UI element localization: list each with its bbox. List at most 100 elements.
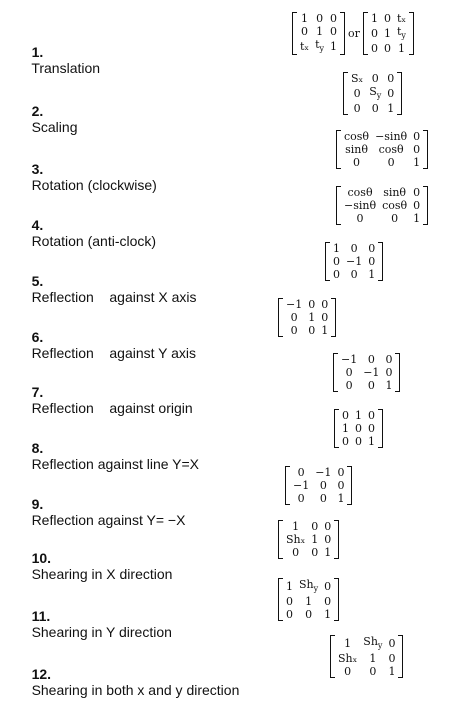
row-label: 10. Shearing in X direction xyxy=(16,534,173,598)
row-title: Reflection against X axis xyxy=(31,289,197,305)
matrix-cell: 1 xyxy=(316,25,324,38)
matrix-cell: 0 xyxy=(370,42,378,56)
row-label: 4. Rotation (anti-clock) xyxy=(16,201,157,265)
matrix-row: sinθ cosθ 0 xyxy=(341,143,423,156)
matrix-cell: 0 xyxy=(385,366,393,379)
matrix-cell: 0 xyxy=(383,12,391,25)
matrix-cell: 0 xyxy=(337,466,345,479)
matrix-cell: 1 xyxy=(370,12,378,25)
matrix-cell: 1 xyxy=(355,409,362,422)
matrix-cell: 0 xyxy=(413,130,421,143)
matrix-cell: 0 xyxy=(413,143,421,156)
row-label: 12. Shearing in both x and y direction xyxy=(16,650,240,714)
matrix-cell: 0 xyxy=(367,379,375,392)
matrix-cell: −1 xyxy=(293,479,310,492)
matrix-cell: 1 xyxy=(413,156,421,169)
matrix-cell: 0 xyxy=(324,595,332,609)
matrix-cell: −sinθ xyxy=(344,199,377,212)
matrix-cell: 1 xyxy=(337,492,345,505)
matrix-cell: 1 xyxy=(308,311,316,324)
matrix-cell: sinθ xyxy=(383,186,407,199)
matrix-cell: 0 xyxy=(413,199,421,212)
matrix-cell: 0 xyxy=(367,353,375,366)
matrix-cell: 1 xyxy=(385,379,393,392)
matrix-cell: cosθ xyxy=(378,143,404,156)
row-title: Reflection against Y= −X xyxy=(31,512,186,528)
matrix-cell: 0 xyxy=(387,156,395,169)
row-title: Reflection against line Y=X xyxy=(31,456,200,472)
matrix-cell: 1 xyxy=(369,652,377,666)
matrix-cell: 1 xyxy=(413,212,421,225)
matrix-cell: 1 xyxy=(324,546,332,559)
matrix-cell: 0 xyxy=(413,186,421,199)
matrix-cell: 0 xyxy=(316,12,324,25)
matrix-cell: 0 xyxy=(292,546,300,559)
matrix-cell: 0 xyxy=(388,637,396,651)
matrix-cell: 0 xyxy=(308,298,316,311)
matrix-cell: 0 xyxy=(311,520,319,533)
matrix-cell: 1 xyxy=(388,665,396,679)
matrix-cell: 0 xyxy=(368,409,375,422)
matrix-cell: 0 xyxy=(345,366,353,379)
matrix-cell: 0 xyxy=(350,268,358,281)
row-number: 12. xyxy=(31,666,52,682)
matrix-cell: Sₓ xyxy=(351,72,364,85)
matrix-cell: cosθ xyxy=(382,199,408,212)
matrix-cell: 0 xyxy=(368,255,376,268)
matrix-cell: 1 xyxy=(368,435,375,448)
matrix-cell: −sinθ xyxy=(375,130,408,143)
matrix-cell: 0 xyxy=(305,608,313,622)
matrix-cell: 0 xyxy=(324,520,332,533)
row-title: Scaling xyxy=(31,119,78,135)
row-label: 9. Reflection against Y= −X xyxy=(16,480,186,544)
matrix-cell: 0 xyxy=(368,422,375,435)
matrix-cell: −1 xyxy=(363,366,380,379)
matrix-cell: 0 xyxy=(333,255,340,268)
matrix-cell: −1 xyxy=(315,466,332,479)
matrix-cell: Sy xyxy=(369,85,382,101)
matrix-cell: 0 xyxy=(350,242,358,255)
matrix-cell: Shₓ xyxy=(286,533,306,546)
matrix-cell: 0 xyxy=(342,435,349,448)
matrix-cell: 0 xyxy=(391,212,399,225)
row-number: 1. xyxy=(31,44,44,60)
matrix-cell: sinθ xyxy=(345,143,368,156)
matrix-cell: 0 xyxy=(344,665,352,679)
matrix-row: 0 −1 0 xyxy=(338,366,395,379)
matrix-cell: 0 xyxy=(301,25,309,38)
matrix-cell: 0 xyxy=(321,298,329,311)
matrix-cell: 1 xyxy=(286,580,293,594)
matrix-cell: 0 xyxy=(311,546,319,559)
row-label: 7. Reflection against origin xyxy=(16,368,193,432)
matrix-cell: ty xyxy=(315,38,325,54)
